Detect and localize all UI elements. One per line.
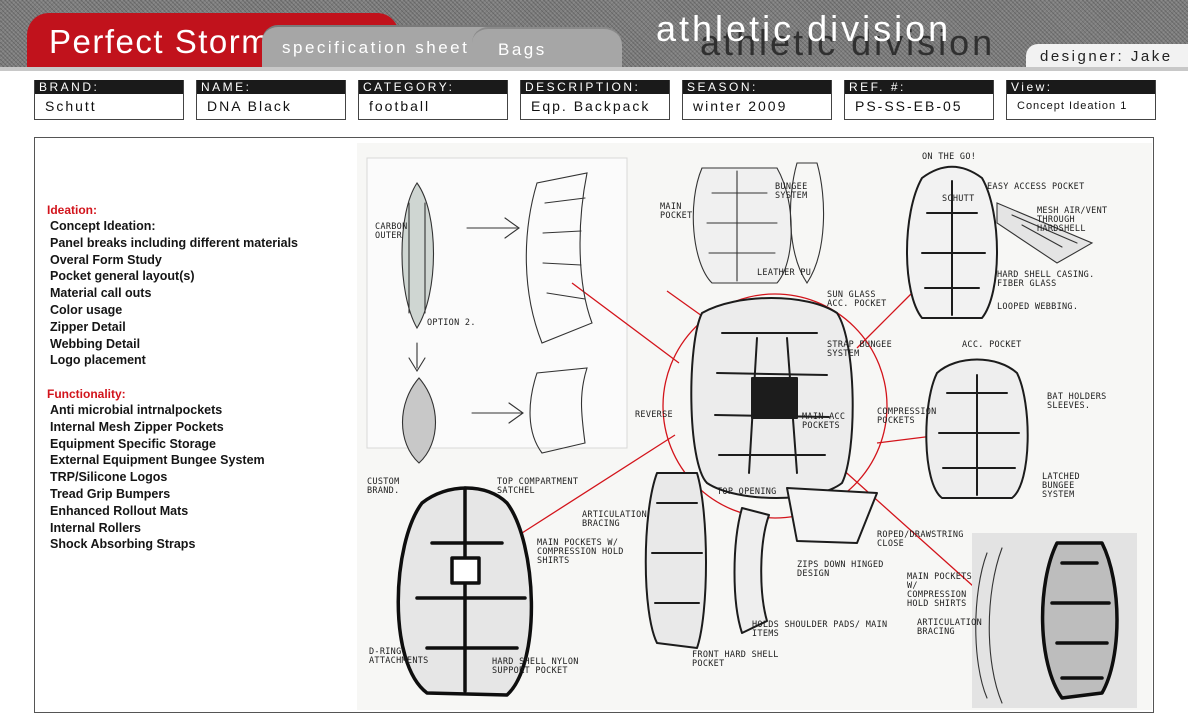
note-easy-access: easy access pocket [987,182,1085,192]
list-item: Zipper Detail [50,319,126,334]
field-description-value: Eqp. Backpack [531,98,651,114]
note-bat-holders: bat holders sleeves. [1047,392,1107,411]
functionality-list: Anti microbial intrnalpockets Internal M… [50,402,265,553]
list-item: Internal Mesh Zipper Pockets [50,419,224,434]
note-main-acc: main acc pockets [802,412,846,431]
note-d-ring: d-ring attachments [369,647,429,666]
field-description-label: DESCRIPTION: [521,80,669,94]
field-view-label: View: [1007,80,1155,94]
designer-label: designer: Jake [1040,48,1173,65]
field-name: NAME: DNA Black [196,80,346,120]
note-hard-shell: hard shell casing. fiber glass [997,270,1095,289]
note-mesh-vent: mesh air/vent through hardshell [1037,206,1108,234]
field-ref: REF. #: PS-SS-EB-05 [844,80,994,120]
list-item: Shock Absorbing Straps [50,537,196,552]
list-item: Equipment Specific Storage [50,436,217,451]
field-description: DESCRIPTION: Eqp. Backpack [520,80,670,120]
ideation-title: Ideation: [47,203,97,217]
functionality-title: Functionality: [47,387,126,401]
concept-panel: Ideation: Concept Ideation: Panel breaks… [34,137,1154,713]
note-main-pockets-2: main pockets w/ compression hold shirts [907,572,973,609]
concept-sketch-sheet: on the go! easy access pocket mesh air/v… [357,143,1152,710]
header-band: Perfect Storm specification sheet Bags a… [0,0,1188,68]
note-acc-pocket: acc. pocket [962,340,1022,350]
note-top-opening: top opening [717,487,777,497]
brand-tab-label: Perfect Storm [49,23,271,60]
list-item: TRP/Silicone Logos [50,470,168,485]
note-compression: compression pockets [877,407,937,426]
note-looped: looped webbing. [997,302,1079,312]
division-shadow: athletic division [700,22,996,63]
field-season-label: SEASON: [683,80,831,94]
note-top-compartment: top compartment satchel [497,477,579,496]
list-item: Overal Form Study [50,252,162,267]
field-ref-label: REF. #: [845,80,993,94]
list-item: Panel breaks including different materia… [50,235,298,250]
list-item: Internal Rollers [50,520,141,535]
field-brand-value: Schutt [45,98,97,114]
list-item: Logo placement [50,353,146,368]
list-item: Pocket general layout(s) [50,269,195,284]
field-brand: BRAND: Schutt [34,80,184,120]
spec-sheet-tab-label: specification sheet [282,38,470,57]
designer-tab: designer: Jake [1026,44,1188,68]
bags-tab[interactable]: Bags [472,27,622,68]
note-schutt-logo: schutt [942,194,975,204]
note-roped: roped/drawstring close [877,530,964,549]
list-item: Color usage [50,302,123,317]
list-item: External Equipment Bungee System [50,453,265,468]
note-custom: custom brand. [367,477,400,496]
list-item: Enhanced Rollout Mats [50,503,189,518]
sketch-drawings [366,157,1137,708]
note-articulation-2: articulation bracing [917,618,983,637]
field-ref-value: PS-SS-EB-05 [855,98,963,114]
note-articulation: articulation bracing [582,510,648,529]
note-main-pocket-top: main pocket [660,202,693,221]
ideation-list: Concept Ideation: Panel breaks including… [50,218,298,369]
note-strap-bungee: strap bungee system [827,340,893,359]
note-main-pockets: main pockets w/ compression hold shirts [537,538,624,566]
bags-tab-label: Bags [498,40,547,59]
field-view: View: Concept Ideation 1 [1006,80,1156,120]
note-on-the-go: on the go! [922,152,977,162]
field-category-value: football [369,98,431,114]
note-latched: latched bungee system [1042,472,1080,500]
list-item: Concept Ideation: [50,219,156,233]
note-reverse: reverse [635,410,673,420]
list-item: Tread Grip Bumpers [50,486,171,501]
header-divider [0,67,1188,71]
note-front-hard: front hard shell pocket [692,650,779,669]
field-category: CATEGORY: football [358,80,508,120]
division-title: athletic division [656,8,952,49]
field-category-label: CATEGORY: [359,80,507,94]
field-season-value: winter 2009 [693,98,788,114]
note-option2: option 2. [427,318,476,328]
note-bungee-top: bungee system [775,182,808,201]
list-item: Anti microbial intrnalpockets [50,403,223,417]
field-brand-label: BRAND: [35,80,183,94]
note-sun-glass: sun glass acc. pocket [827,290,887,309]
field-name-value: DNA Black [207,98,292,114]
note-carbon: carbon outer [375,222,408,241]
note-hard-nylon: hard shell nylon support pocket [492,657,579,676]
list-item: Material call outs [50,286,152,301]
field-view-value: Concept Ideation 1 [1017,100,1128,112]
note-holds-shoulder: holds shoulder pads/ main items [752,620,888,639]
field-name-label: NAME: [197,80,345,94]
note-leather: leather pu [757,268,812,278]
note-zips-down: zips down hinged design [797,560,884,579]
list-item: Webbing Detail [50,336,141,351]
field-season: SEASON: winter 2009 [682,80,832,120]
